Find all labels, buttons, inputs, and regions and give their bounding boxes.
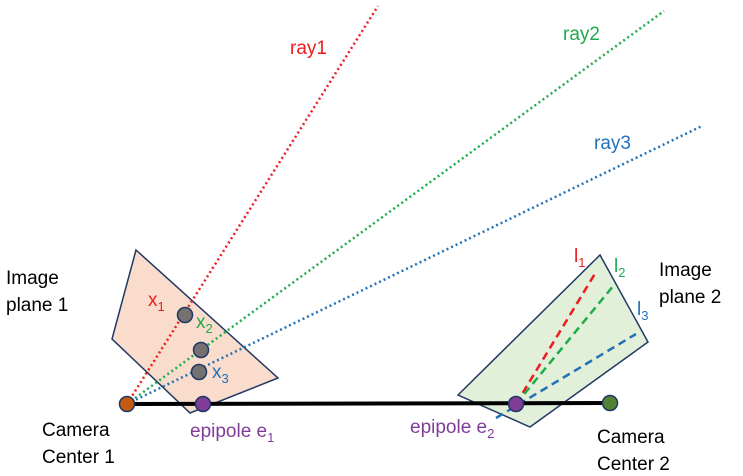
epipole-e2-point: [507, 395, 525, 413]
ray2-label: ray2: [563, 24, 600, 45]
image-plane-1-label-line2: plane 1: [6, 295, 68, 316]
camera-center-2-label-line2: Center 2: [597, 454, 670, 475]
x3-label: x3: [212, 362, 229, 386]
image-plane-1: [111, 248, 280, 414]
l2-label: l2: [614, 256, 625, 280]
image-plane-2: [456, 253, 649, 428]
camera-center-2-point: [601, 394, 619, 412]
image-plane-2-label-line1: Image: [659, 260, 712, 281]
camera-center-2-label: Camera Center 2: [597, 427, 670, 475]
camera-center-2-label-line1: Camera: [597, 427, 665, 448]
point-x2: [192, 341, 210, 359]
epipole-e2-label: epipole e2: [410, 417, 494, 441]
camera-center-1-label-line1: Camera: [42, 420, 110, 441]
image-plane-2-label-line2: plane 2: [659, 287, 721, 308]
ray1-line: [125, 5, 380, 405]
image-plane-1-label-line1: Image: [6, 268, 59, 289]
epipole-e1-point: [194, 395, 212, 413]
image-plane-2-label: Image plane 2: [659, 260, 721, 308]
camera-center-1-label: Camera Center 1: [42, 420, 115, 468]
ray1-label: ray1: [290, 38, 327, 59]
x1-label: x1: [148, 290, 165, 314]
x2-label: x2: [196, 312, 213, 336]
point-x1: [176, 306, 194, 324]
l3-label: l3: [637, 299, 648, 323]
camera-center-1-point: [118, 395, 136, 413]
ray3-label: ray3: [594, 133, 631, 154]
camera-center-1-label-line2: Center 1: [42, 447, 115, 468]
ray3-line: [126, 124, 703, 406]
ray2-line: [126, 9, 665, 406]
epipole-e1-label: epipole e1: [190, 421, 274, 445]
point-x3: [190, 363, 208, 381]
image-plane-1-label: Image plane 1: [6, 268, 68, 316]
l1-label: l1: [574, 246, 585, 270]
